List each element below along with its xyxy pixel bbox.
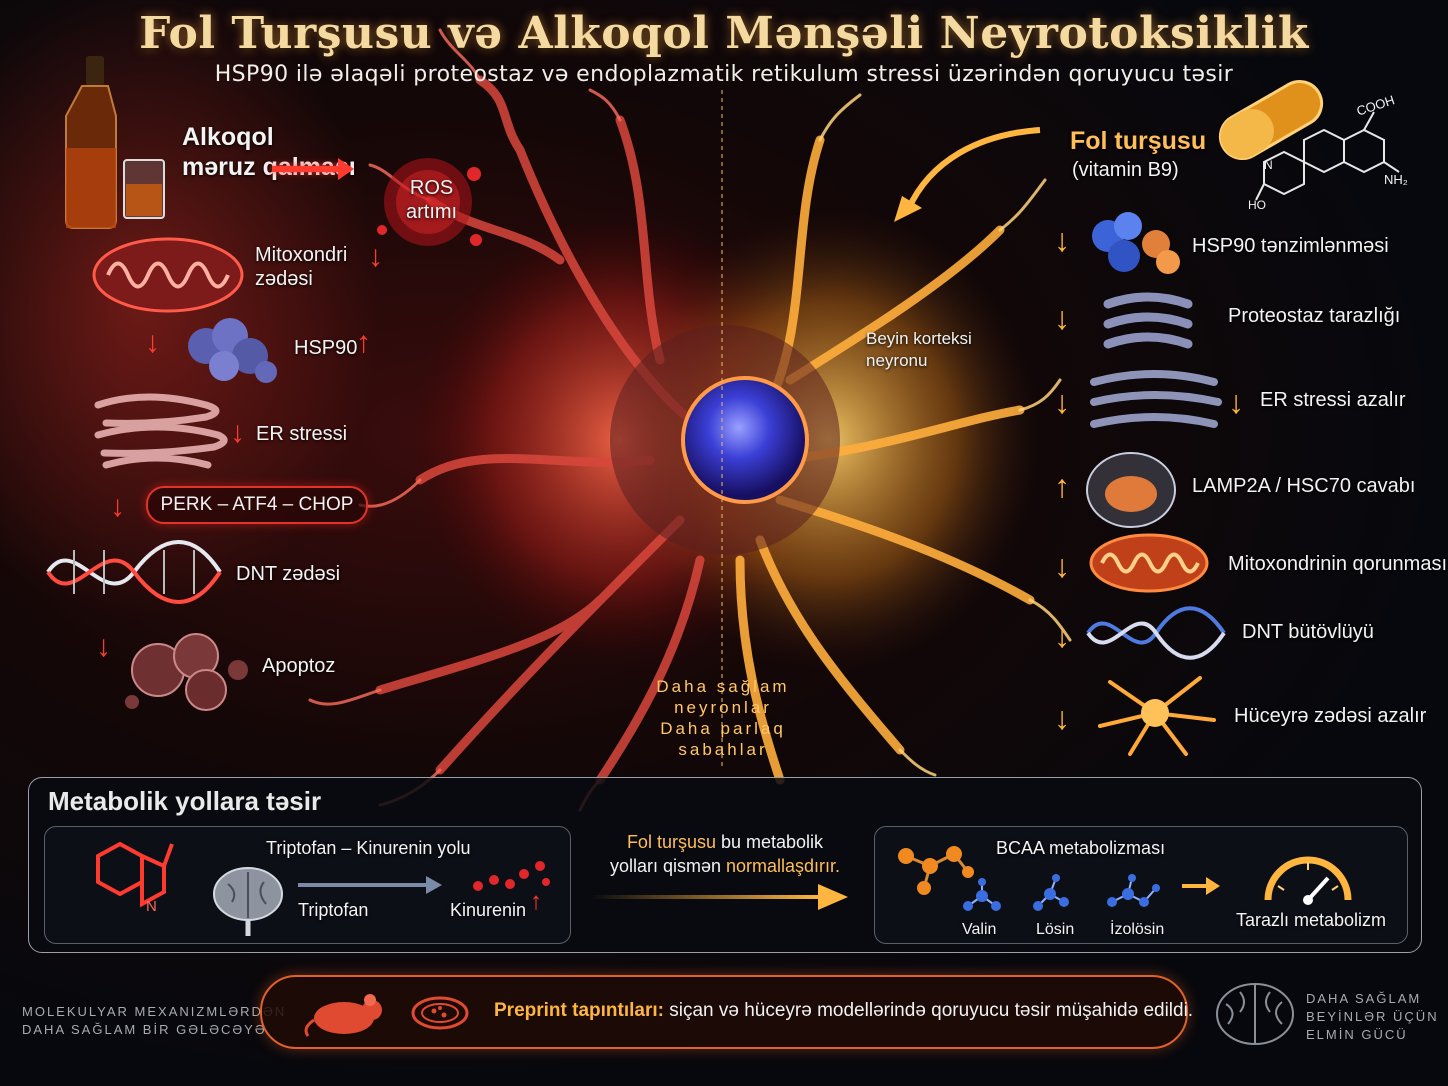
right-item-5: DNT bütövlüyü: [1242, 621, 1374, 643]
mouse-icon: [304, 994, 382, 1037]
arrow-down-icon: ↓: [1054, 384, 1070, 420]
brain-icon: [213, 867, 283, 936]
molecule-icon: [1107, 874, 1160, 907]
center-caption: Daha sağlam neyronlar Daha parlaq sabahl…: [656, 677, 790, 759]
apoptosis-label: Apoptoz: [262, 655, 336, 677]
preprint-bold: Preprint tapıntıları:: [494, 1000, 664, 1021]
dna-damage-label: DNT zədəsi: [236, 563, 341, 585]
mito-damage-label: Mitoxondri zədəsi: [255, 244, 348, 290]
right-item-3: LAMP2A / HSC70 cavabı: [1192, 475, 1416, 497]
arrow-up-icon: ↑: [356, 326, 371, 359]
right-item-0: HSP90 tənzimlənməsi: [1192, 235, 1389, 257]
right-item-4: Mitoxondrinin qorunması: [1228, 553, 1447, 575]
cortex-neuron-label: Beyin korteksi neyronu: [866, 329, 972, 370]
molecule-icon: [898, 846, 974, 895]
ros-label: ROS artımı: [406, 177, 458, 223]
alcohol-exposure-label: Alkoqol məruz qalması: [182, 123, 356, 181]
protein-icon: [1092, 212, 1180, 274]
balanced-metabolism-label: Tarazlı metabolizm: [1236, 910, 1387, 930]
folic-acid-subtitle: (vitamin B9): [1072, 159, 1179, 181]
perk-atf4-chop-pathway: PERK – ATF4 – CHOP: [146, 486, 368, 524]
center-gold-arrow-head: [818, 884, 848, 910]
right-item-2: ER stressi azalır: [1260, 389, 1406, 411]
molecule-icon: [1033, 874, 1069, 911]
trp-arrow: [298, 883, 428, 887]
arrow-to-ros: [272, 166, 344, 172]
footer-right-tag: DAHA SAĞLAM BEYİNLƏR ÜÇÜN ELMİN GÜCÜ: [1306, 991, 1439, 1042]
arrow-down-icon: ↓: [110, 490, 125, 523]
er-icon: [94, 393, 228, 469]
bcaa-title: BCAA metabolizması: [996, 838, 1166, 858]
bcaa-arrow: [1182, 884, 1208, 888]
mitochondrion-icon: [1089, 533, 1209, 593]
bcaa-arrow-head: [1206, 877, 1220, 895]
kynurenine-molecule-icon: [473, 861, 550, 891]
arrow-down-icon: ↓: [1054, 222, 1070, 258]
arrow-down-icon: ↓: [1054, 548, 1070, 584]
arrow-down-icon: ↓: [1054, 618, 1070, 654]
molecule-icon: [1255, 111, 1400, 201]
dna-icon: [1086, 606, 1226, 660]
aa-valin: Valin: [962, 921, 997, 938]
arrow-down-icon: ↓: [1054, 300, 1070, 336]
whiskey-bottle-icon: [65, 56, 165, 229]
folic-highlight: Fol turşusu: [626, 832, 716, 852]
arrow-head: [338, 158, 354, 180]
trp-title: Triptofan – Kinurenin yolu: [266, 838, 471, 858]
mid-text-2: bu metabolik: [715, 832, 824, 852]
neuron-icon: [1098, 676, 1216, 756]
preprint-text: Preprint tapıntıları: siçan və hüceyrə m…: [494, 1000, 1193, 1022]
arrow-down-icon: ↓: [230, 416, 245, 449]
trp-arrow-head: [426, 876, 442, 894]
petri-dish-icon: [411, 996, 469, 1030]
metabolic-normalization-text: Fol turşusu bu metabolik yolları qismən …: [594, 830, 856, 878]
right-item-1: Proteostaz tarazlığı: [1228, 305, 1401, 327]
curved-arrow-icon: [894, 127, 1041, 222]
arrow-down-icon: ↓: [368, 240, 383, 273]
arrow-down-icon: ↓: [1054, 700, 1070, 736]
arrow-down-icon: ↓: [1228, 384, 1244, 420]
mid-text-3: yolları qismən: [609, 856, 726, 876]
chem-nh2: NH₂: [1384, 172, 1408, 187]
protein-ribbon-icon: [1103, 292, 1193, 349]
footer-left-tag: MOLEKULYAR MEXANIZMLƏRDƏN DAHA SAĞLAM Bİ…: [22, 1004, 287, 1037]
center-gold-arrow: [590, 895, 820, 899]
ros-burst-icon: [377, 158, 482, 246]
gauge-icon: [1264, 856, 1352, 905]
arrow-up-icon: ↑: [1054, 468, 1070, 504]
arrow-down-icon: ↓: [145, 326, 160, 359]
er-icon: [1090, 370, 1222, 428]
trp-from-label: Triptofan: [298, 900, 369, 920]
indole-ring-icon: [96, 841, 174, 908]
capsule-icon: [1218, 80, 1324, 160]
trp-to-label: Kinurenin: [450, 900, 527, 920]
lysosome-icon: [1086, 452, 1176, 528]
folic-acid-title: Fol turşusu: [1070, 127, 1207, 155]
chem-n: N: [1264, 158, 1273, 172]
arrow-down-icon: ↓: [96, 630, 111, 663]
er-stress-label: ER stressi: [256, 423, 348, 445]
molecule-icon: [963, 878, 1001, 911]
aa-losin: Lösin: [1036, 921, 1075, 938]
preprint-body: siçan və hüceyrə modellərində qoruyucu t…: [663, 1000, 1194, 1021]
brain-outline-icon: [1216, 983, 1294, 1045]
aa-izolosin: İzolösin: [1110, 921, 1165, 938]
dna-icon: [46, 540, 222, 604]
right-item-6: Hüceyrə zədəsi azalır: [1234, 705, 1427, 727]
page-title: Fol Turşusu və Alkoqol Mənşəli Neyrotoks…: [139, 8, 1309, 59]
hsp90-label: HSP90: [294, 337, 358, 359]
mitochondrion-icon: [92, 237, 244, 313]
chem-ho: HO: [1248, 198, 1266, 212]
normalize-highlight: normallaşdırır.: [726, 856, 841, 876]
indole-n-label: N: [146, 898, 157, 915]
protein-icon: [188, 318, 277, 383]
preprint-findings-pill: [260, 975, 1188, 1049]
page-subtitle: HSP90 ilə əlaqəli proteostaz və endoplaz…: [214, 62, 1234, 87]
metabolic-title: Metabolik yollara təsir: [48, 786, 322, 816]
apoptosis-cells-icon: [125, 633, 248, 711]
arrow-up-icon: ↑: [530, 888, 542, 915]
